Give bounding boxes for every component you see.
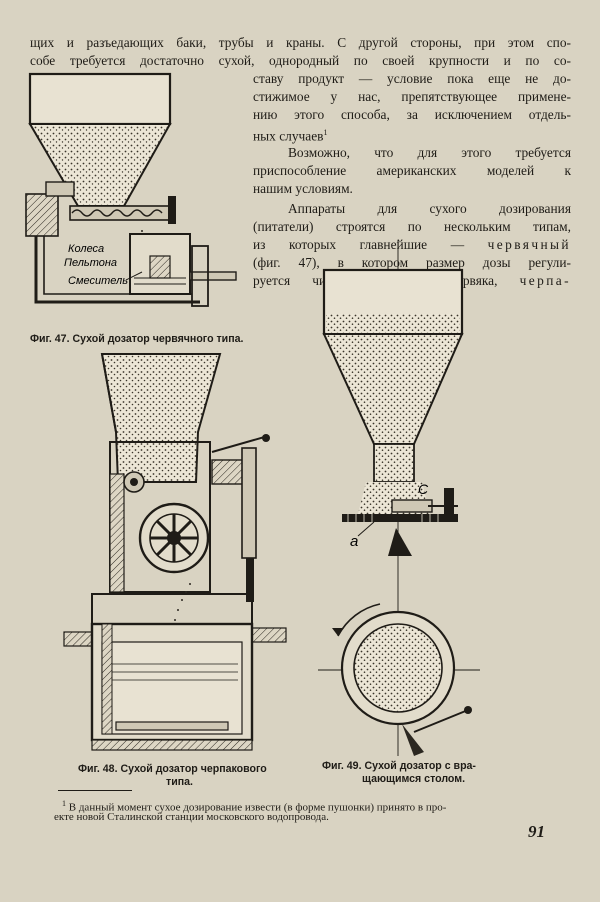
body-text-line-12: из которых главнейшие — червячный — [253, 236, 571, 254]
emphasis-cherpa: черпа- — [519, 273, 571, 288]
body-text-line-13: (фиг. 47), в котором размер дозы регули- — [253, 255, 571, 270]
figure-48-caption-line-2: типа. — [166, 776, 193, 788]
body-text-fragment: ных случаев — [253, 128, 324, 144]
figure-47-title: Сухой дозатор червячного типа. — [72, 333, 244, 345]
body-text-line-10: Аппараты для сухого дозирования — [288, 201, 571, 216]
footnote-separator — [58, 790, 132, 791]
body-text-line-3: ставу продукт — условие пока еще не до- — [253, 71, 571, 86]
figure-49-number: Фиг. 49. — [322, 760, 362, 772]
footnote-line-2: екте новой Сталинской станции московског… — [54, 811, 329, 823]
emphasis-chervyachny: червячный — [487, 237, 571, 252]
figure-48-number: Фиг. 48. — [78, 763, 118, 775]
label-pelton: Пельтона — [64, 257, 117, 269]
figure-48-caption-line-1: Фиг. 48. Сухой дозатор черпакового — [78, 763, 267, 776]
figure-48-title: Сухой дозатор черпакового — [120, 763, 267, 775]
footnote-reference: 1 — [323, 128, 328, 137]
figure-47-worm-doser: Колеса Пельтона Смеситель — [25, 72, 237, 307]
body-text-line-9: нашим условиям. — [253, 181, 353, 196]
body-text-line-11: (питатели) строятся по нескольким типам, — [253, 219, 571, 234]
body-text-line-8: приспособление американских моделей к — [253, 163, 571, 178]
figure-49-rotating-table-doser: C a — [318, 240, 480, 756]
figure-47-caption: Фиг. 47. Сухой дозатор червячного типа. — [30, 333, 243, 346]
footnote-line-1: 1 В данный момент сухое дозирование изве… — [62, 796, 446, 816]
label-wheel: Колеса — [68, 243, 104, 255]
page-number: 91 — [528, 822, 545, 841]
body-text-line-6: ных случаев1 — [253, 124, 571, 145]
label-a: a — [350, 533, 358, 550]
footnote-text-1: В данный момент сухое дозирование извест… — [68, 801, 447, 814]
figure-49-title: Сухой дозатор с вра- — [364, 760, 476, 772]
label-c-top: C — [418, 481, 429, 497]
figure-49-caption-line-2: щающимся столом. — [362, 773, 466, 785]
body-text-line-2: собе требуется достаточно сухой, однород… — [30, 53, 571, 68]
label-mixer: Смеситель — [68, 275, 128, 287]
footnote-mark: 1 — [62, 799, 66, 808]
figure-48-scoop-doser — [63, 353, 287, 751]
body-text-line-1: щих и разъедающих баки, трубы и краны. С… — [30, 35, 571, 50]
body-text-fragment: из которых главнейшие — — [253, 237, 465, 252]
body-text-line-7: Возможно, что для этого требуется — [288, 145, 571, 160]
body-text-line-4: стижимое у нас, препятствующее примене- — [253, 89, 571, 104]
figure-47-number: Фиг. 47. — [30, 333, 70, 345]
body-text-line-5: нию этого способа, за исключением отдель… — [253, 107, 571, 122]
figure-49-caption-line-1: Фиг. 49. Сухой дозатор с вра- — [322, 760, 476, 773]
